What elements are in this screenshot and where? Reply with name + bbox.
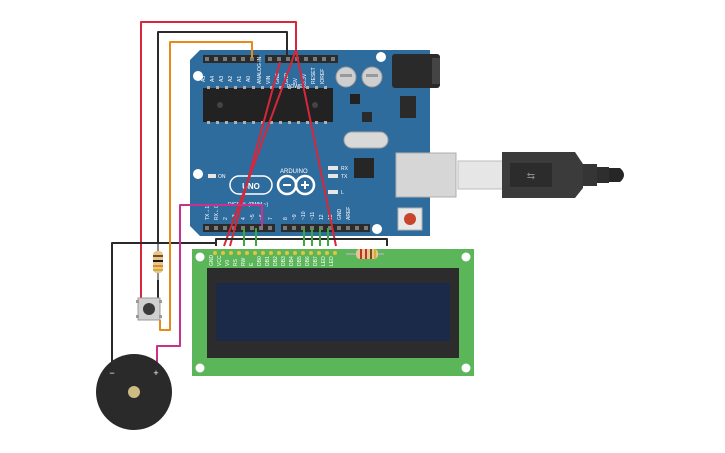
pin-label-gnd: GND	[275, 73, 281, 85]
pin-label-a3: A3	[219, 76, 225, 82]
piezo-buzzer[interactable]: − +	[96, 354, 172, 430]
rx-led	[328, 166, 338, 170]
lcd-pin-label: DB1	[265, 256, 271, 266]
lcd-pin-label: VCC	[217, 255, 223, 266]
mount-hole	[461, 363, 471, 373]
wire-black-buzzer-gnd[interactable]	[111, 242, 216, 370]
lcd-pin-label: DB0	[257, 256, 263, 266]
lcd-pin-label: DB5	[297, 256, 303, 266]
buzzer-center	[128, 386, 140, 398]
power-header	[265, 55, 338, 63]
mount-hole	[372, 224, 382, 234]
rx-label: RX	[341, 166, 349, 172]
pin-label-d12: 12	[319, 214, 325, 220]
pin-label-a5: A5	[201, 76, 207, 82]
voltage-regulator	[400, 96, 416, 118]
on-label: ON	[218, 174, 226, 180]
resistor-pulldown[interactable]	[153, 244, 163, 280]
reset-button-cap[interactable]	[404, 213, 416, 225]
push-button-cap[interactable]	[143, 303, 155, 315]
buzzer-minus-label: −	[109, 368, 114, 378]
pin-label-a1: A1	[237, 76, 243, 82]
pin-label-vin: VIN	[266, 75, 272, 84]
rx-pin-label: RX←0	[214, 205, 220, 220]
crystal-oscillator	[343, 131, 389, 149]
pin-label-d5: ~5	[250, 214, 256, 220]
usb-cable: ⇆	[457, 152, 624, 198]
mount-hole	[193, 169, 203, 179]
usb-port	[395, 152, 457, 198]
lcd-16x2-module[interactable]: GND VCC V0 RS RW E DB0 DB1 DB2 DB3 DB4 D…	[192, 249, 474, 376]
lcd-screen	[216, 283, 450, 341]
usb-chip	[354, 158, 374, 178]
mount-hole	[376, 52, 386, 62]
pin-label-reset: RESET	[311, 67, 317, 84]
pin-label-a4: A4	[210, 76, 216, 82]
pin-label-d8: 8	[283, 217, 289, 220]
pin-label-ioref: IOREF	[320, 69, 326, 84]
arduino-logo: UNO ARDUINO	[229, 169, 316, 196]
pin-label-3v3: 3.3V	[302, 73, 308, 84]
tx-label: TX	[341, 174, 348, 180]
mount-hole	[195, 363, 205, 373]
wire-red-lcd-rw[interactable]	[229, 61, 281, 247]
digital-header-low	[203, 224, 275, 232]
tx-led	[328, 174, 338, 178]
pin-label-d7: 7	[268, 217, 274, 220]
analog-header	[203, 55, 259, 63]
mount-hole	[195, 252, 205, 262]
push-button[interactable]	[136, 297, 162, 321]
analog-in-label: ANALOG IN	[257, 56, 263, 84]
lcd-pin-label: DB6	[305, 256, 311, 266]
pin-label-d9: ~9	[292, 214, 298, 220]
usb-symbol-icon: ⇆	[527, 171, 535, 182]
arduino-label: ARDUINO	[280, 169, 308, 175]
pin-label-gnd: GND	[284, 73, 290, 85]
uno-label: UNO	[242, 182, 260, 191]
pin-label-d4: 4	[241, 217, 247, 220]
power-label: POWER	[287, 84, 306, 90]
power-jack	[392, 54, 440, 88]
l-label: L	[341, 190, 344, 196]
lcd-pin-label: DB3	[281, 256, 287, 266]
pin-label-5v: 5V	[293, 77, 299, 84]
wire-orange-a0[interactable]	[159, 41, 253, 331]
lcd-pin-label: E	[249, 262, 255, 266]
lcd-pin-label: GND	[209, 255, 215, 267]
wire-black-lcd-gnd[interactable]	[215, 238, 388, 246]
mount-hole	[193, 71, 203, 81]
lcd-pin-label: DB2	[273, 256, 279, 266]
pin-label-gnd-digital: GND	[337, 209, 343, 221]
lcd-pin-label: LED	[321, 256, 327, 266]
pin-label-d2: 2	[223, 217, 229, 220]
digital-header-high	[281, 224, 370, 232]
pin-label-d11: ~11	[310, 212, 316, 220]
resistor-backlight[interactable]	[346, 249, 384, 259]
pin-label-d10: ~10	[301, 211, 307, 220]
l-led	[328, 190, 338, 194]
wire-red-lcd-vcc[interactable]	[223, 49, 297, 247]
pin-label-aref: AREF	[346, 207, 352, 220]
tx-pin-label: TX→1	[205, 206, 211, 220]
lcd-pin-label: RW	[241, 257, 247, 266]
on-led	[208, 174, 216, 178]
arduino-uno-board[interactable]: A5 A4 A3 A2 A1 A0 ANALOG IN VIN GND GND …	[190, 50, 457, 236]
pin-label-a0: A0	[246, 76, 252, 82]
mount-hole	[461, 252, 471, 262]
wire-magenta-buzzer[interactable]	[156, 204, 263, 370]
lcd-pin-label: LED	[329, 256, 335, 266]
pin-label-a2: A2	[228, 76, 234, 82]
lcd-pin-label: DB7	[313, 256, 319, 266]
lcd-pin-label: RS	[233, 258, 239, 266]
lcd-pin-label: DB4	[289, 256, 295, 266]
lcd-pin-label: V0	[225, 260, 231, 266]
buzzer-plus-label: +	[153, 368, 158, 378]
wire-red-5v[interactable]	[140, 21, 337, 301]
wire-black-gnd[interactable]	[157, 31, 288, 301]
